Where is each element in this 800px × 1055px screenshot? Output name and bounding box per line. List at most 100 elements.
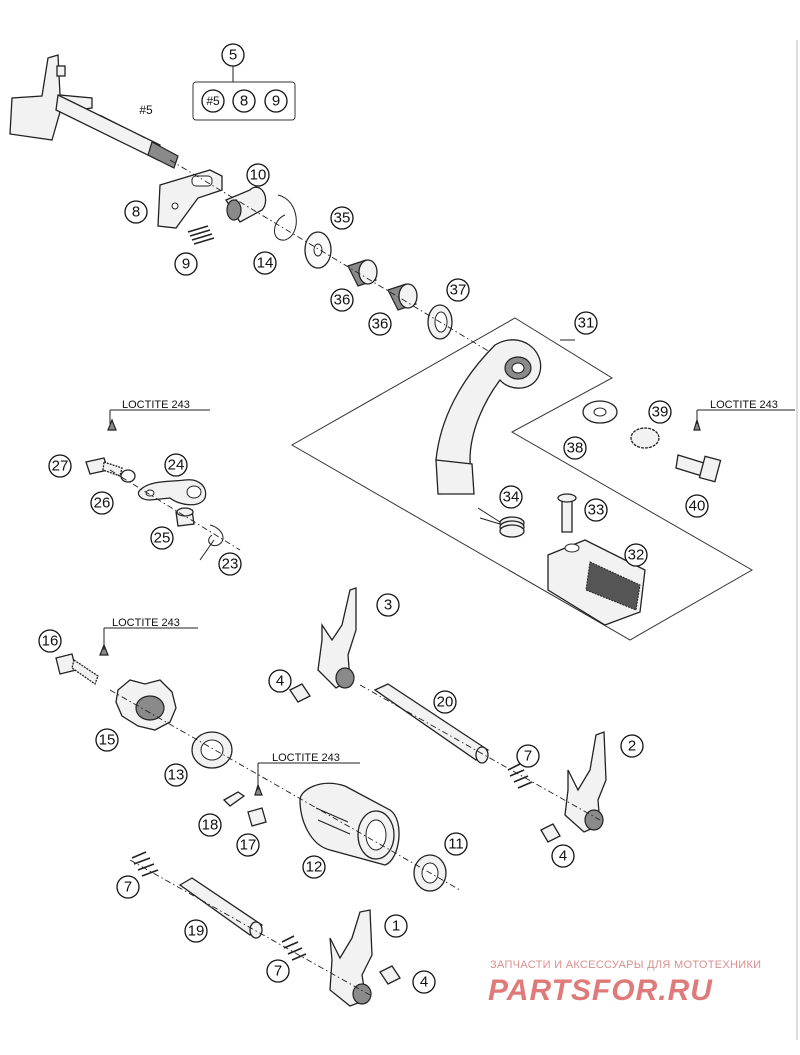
callout-24: 24 [164, 453, 188, 477]
svg-text:4: 4 [559, 848, 567, 865]
fork-part-3 [317, 587, 357, 689]
svg-text:7: 7 [524, 748, 532, 765]
svg-text:23: 23 [222, 556, 239, 573]
shaft-spline [147, 141, 179, 169]
callout-17: 17 [236, 833, 260, 857]
svg-text:12: 12 [306, 859, 323, 876]
callout-10: 10 [246, 163, 270, 187]
bolt-part-40 [675, 454, 705, 477]
callout-26: 26 [90, 491, 114, 515]
callout-34: 34 [499, 485, 523, 509]
callout-25: 25 [150, 526, 174, 550]
svg-text:5: 5 [229, 47, 237, 64]
svg-text:2: 2 [628, 738, 636, 755]
shaft-label: #5 [139, 103, 153, 117]
callout-12: 12 [302, 855, 326, 879]
svg-text:36: 36 [334, 292, 351, 309]
svg-text:40: 40 [689, 498, 706, 515]
callout-33: 33 [584, 498, 608, 522]
loctite-note-c: LOCTITE 243 [272, 752, 340, 764]
watermark: ЗАПЧАСТИ И АКСЕССУАРЫ ДЛЯ МОТОТЕХНИКИ PA… [488, 959, 761, 1007]
shaft-pin [56, 65, 66, 77]
callout-35: 35 [330, 206, 354, 230]
svg-text:37: 37 [450, 282, 467, 299]
washer-part-39 [630, 427, 660, 449]
callout-4c: 4 [412, 970, 436, 994]
svg-text:10: 10 [250, 167, 267, 184]
svg-text:9: 9 [272, 93, 280, 110]
loctite-note-a: LOCTITE 243 [122, 399, 190, 411]
rod-part-20 [373, 683, 490, 761]
clip-part-14 [274, 194, 297, 241]
watermark-tagline: ЗАПЧАСТИ И АКСЕССУАРЫ ДЛЯ МОТОТЕХНИКИ [490, 959, 761, 971]
svg-text:31: 31 [578, 315, 595, 332]
svg-text:1: 1 [392, 918, 400, 935]
svg-text:4: 4 [276, 673, 284, 690]
watermark-logo: PARTSFOR.RU [488, 974, 713, 1007]
svg-text:7: 7 [274, 963, 282, 980]
leader-lines [103, 409, 795, 790]
svg-text:#5: #5 [206, 94, 220, 108]
callout-23: 23 [218, 552, 242, 576]
shift-lever-group [290, 317, 754, 641]
svg-text:18: 18 [202, 817, 219, 834]
callout-9: 9 [174, 252, 198, 276]
callout-16: 16 [38, 629, 62, 653]
svg-text:19: 19 [188, 923, 205, 940]
callout-1: 1 [384, 914, 408, 938]
spring-part-9 [187, 225, 215, 245]
svg-text:11: 11 [448, 836, 464, 853]
callout-7c: 7 [266, 959, 290, 983]
callout-5c: 9 [264, 89, 288, 113]
callout-20: 20 [433, 690, 457, 714]
fork-part-2 [564, 731, 607, 833]
washer-part-26 [120, 469, 136, 483]
svg-text:7: 7 [124, 879, 132, 896]
shaft-plate [9, 54, 93, 141]
pin-part-4c [379, 965, 401, 985]
svg-text:32: 32 [628, 547, 645, 564]
callout-7a: 7 [516, 744, 540, 768]
callout-36a: 36 [330, 288, 354, 312]
svg-text:3: 3 [384, 597, 392, 614]
loctite-note-d: LOCTITE 243 [710, 399, 778, 411]
screw-part-17 [247, 807, 267, 827]
svg-text:14: 14 [257, 255, 274, 272]
svg-text:9: 9 [182, 256, 190, 273]
callout-2: 2 [620, 734, 644, 758]
svg-text:26: 26 [94, 495, 111, 512]
svg-text:16: 16 [42, 633, 59, 650]
callout-5: 5 [221, 43, 245, 67]
callout-14: 14 [253, 251, 277, 275]
shift-shaft-group [9, 54, 521, 371]
callout-19: 19 [184, 919, 208, 943]
callout-7b: 7 [116, 875, 140, 899]
spring-part-7b [131, 851, 159, 877]
svg-text:4: 4 [420, 974, 428, 991]
callout-3: 3 [376, 593, 400, 617]
spring-part-7c [281, 935, 307, 961]
callout-38: 38 [563, 436, 587, 460]
pin-part-4b [540, 823, 561, 843]
spring-part-23 [199, 524, 224, 561]
lever-part-24 [137, 479, 207, 506]
callout-8: 8 [124, 200, 148, 224]
callout-18: 18 [198, 813, 222, 837]
fork-part-1 [329, 909, 373, 1007]
pin-part-18 [222, 791, 246, 807]
callout-36b: 36 [368, 312, 392, 336]
svg-text:34: 34 [503, 489, 520, 506]
loctite-drop-a [107, 418, 117, 431]
svg-text:27: 27 [52, 458, 69, 475]
svg-text:24: 24 [168, 457, 185, 474]
callout-5a: #5 [201, 89, 225, 113]
svg-text:8: 8 [240, 93, 248, 110]
svg-text:25: 25 [154, 530, 171, 547]
svg-text:35: 35 [334, 210, 351, 227]
callout-15: 15 [95, 728, 119, 752]
callout-13: 13 [164, 763, 188, 787]
svg-text:15: 15 [99, 732, 116, 749]
callout-37: 37 [446, 278, 470, 302]
